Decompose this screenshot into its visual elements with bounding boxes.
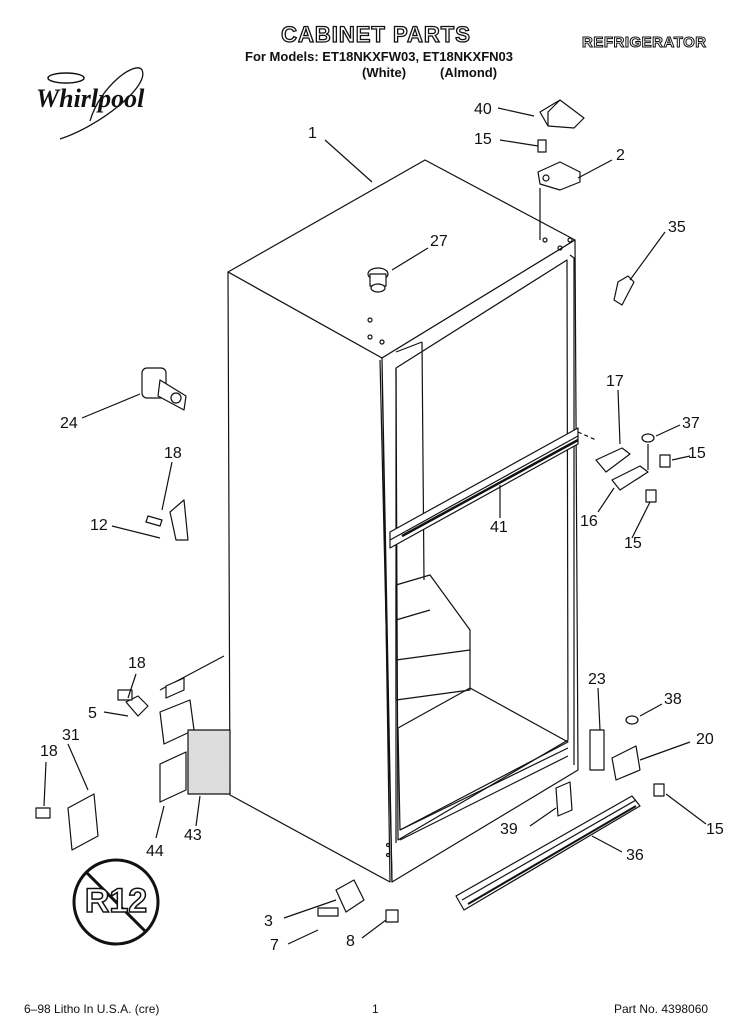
part-12-bracket bbox=[145, 499, 189, 541]
callout-7: 7 bbox=[270, 937, 279, 954]
callout-35: 35 bbox=[668, 219, 686, 236]
callout-27: 27 bbox=[430, 233, 448, 250]
brand-name: Whirlpool bbox=[36, 84, 145, 113]
part-27-plug bbox=[367, 267, 389, 293]
callout-40: 40 bbox=[474, 101, 492, 118]
cabinet-shell bbox=[227, 159, 579, 883]
callout-2: 2 bbox=[616, 147, 625, 164]
variant-almond: (Almond) bbox=[440, 65, 498, 80]
callout-37: 37 bbox=[682, 415, 700, 432]
footer-part-number: Part No. 4398060 bbox=[614, 1002, 709, 1016]
part-24-fitting bbox=[141, 367, 187, 411]
callout-16: 16 bbox=[580, 513, 598, 530]
callout-15-mid-low: 15 bbox=[624, 535, 642, 552]
callout-18-upper: 18 bbox=[164, 445, 182, 462]
callout-18-lower: 18 bbox=[40, 743, 58, 760]
models-line: For Models: ET18NKXFW03, ET18NKXFN03 bbox=[245, 49, 513, 64]
callout-5: 5 bbox=[88, 705, 97, 722]
part-35-hinge-cover bbox=[613, 275, 635, 306]
callout-12: 12 bbox=[90, 517, 108, 534]
center-hinge-assembly bbox=[577, 431, 671, 503]
r12-badge bbox=[72, 858, 160, 946]
toe-grille bbox=[455, 795, 641, 911]
page-title: CABINET PARTS bbox=[280, 21, 471, 47]
variant-white: (White) bbox=[362, 65, 407, 80]
lower-left-parts bbox=[35, 655, 231, 851]
callout-15-top: 15 bbox=[474, 131, 492, 148]
callout-24: 24 bbox=[60, 415, 78, 432]
leveling-assembly bbox=[317, 879, 399, 923]
callout-39: 39 bbox=[500, 821, 518, 838]
callout-8: 8 bbox=[346, 933, 355, 950]
callout-labels: 1 2 3 5 7 8 12 15 15 15 15 16 17 18 18 1… bbox=[40, 101, 724, 954]
callout-36: 36 bbox=[626, 847, 644, 864]
callout-31: 31 bbox=[62, 727, 80, 744]
callout-15-mid-right: 15 bbox=[688, 445, 706, 462]
r12-badge-text: R12 bbox=[85, 882, 147, 920]
top-hinge-assembly bbox=[537, 99, 585, 240]
callout-18-mid: 18 bbox=[128, 655, 146, 672]
category-label: REFRIGERATOR bbox=[582, 34, 707, 52]
callout-1: 1 bbox=[308, 125, 317, 142]
callout-44: 44 bbox=[146, 843, 164, 860]
callout-20: 20 bbox=[696, 731, 714, 748]
divider-rail bbox=[389, 427, 579, 549]
callout-17: 17 bbox=[606, 373, 624, 390]
bottom-hinge-assembly bbox=[555, 715, 665, 817]
footer-page-number: 1 bbox=[372, 1002, 379, 1016]
callout-15-bottom: 15 bbox=[706, 821, 724, 838]
callout-38: 38 bbox=[664, 691, 682, 708]
whirlpool-logo bbox=[47, 67, 144, 140]
leader-lines bbox=[43, 107, 707, 945]
footer-litho: 6–98 Litho In U.S.A. (cre) bbox=[24, 1002, 160, 1016]
callout-43: 43 bbox=[184, 827, 202, 844]
callout-3: 3 bbox=[264, 913, 273, 930]
callout-23: 23 bbox=[588, 671, 606, 688]
callout-41: 41 bbox=[490, 519, 508, 536]
